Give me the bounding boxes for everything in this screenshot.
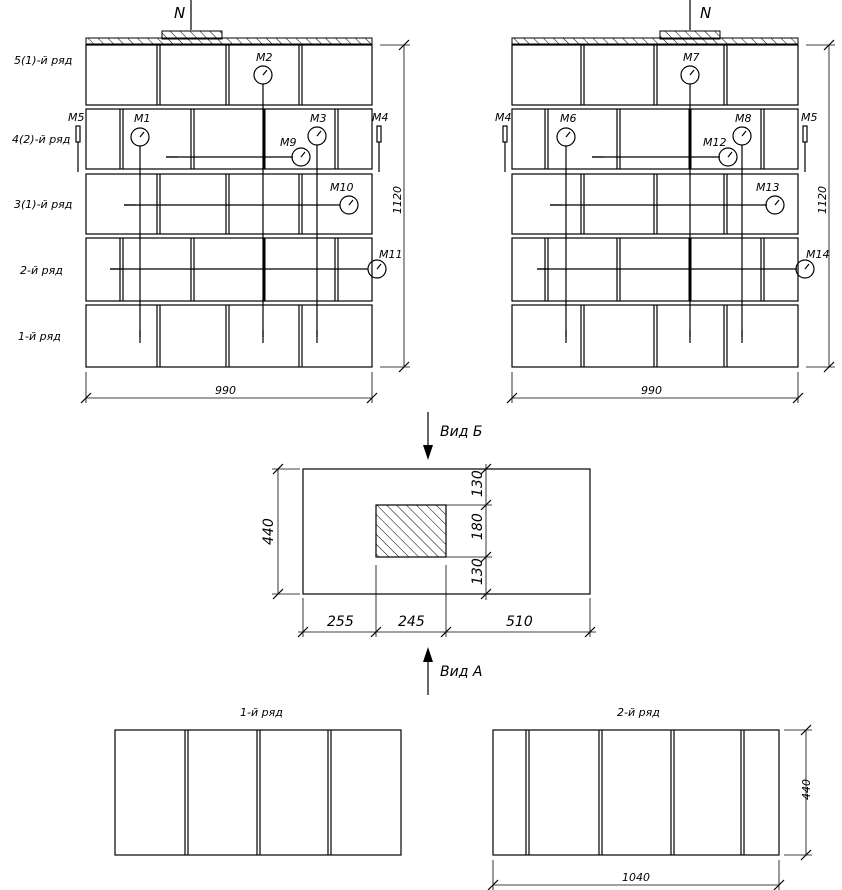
gauge-label-m2: M2 — [256, 51, 273, 64]
dial-gauge-icon — [307, 126, 327, 146]
gauge-label-m10: M10 — [330, 181, 354, 194]
top-hatched-layer-left — [85, 37, 373, 45]
gauge-label-m11: M11 — [379, 248, 403, 261]
dial-gauge-icon — [339, 195, 359, 215]
row-label-5: 5(1)-й ряд — [14, 54, 72, 67]
course-1-plan: 1-й ряд — [114, 706, 402, 856]
gauge-label-m14: M14 — [806, 248, 830, 261]
dim-130-bottom: 130 — [470, 558, 486, 585]
dial-gauge-icon — [367, 259, 387, 279]
gauge-label-m7: M7 — [683, 51, 700, 64]
dim-bottom-depth: 440 — [800, 779, 813, 800]
dial-gauge-icon — [130, 127, 150, 147]
load-plate-left — [161, 30, 223, 40]
row-label-4: 4(2)-й ряд — [12, 133, 70, 146]
load-label-right: N — [700, 4, 711, 22]
dim-width-left: 990 — [215, 384, 236, 397]
side-gauge-label-m5: M5 — [68, 111, 85, 124]
dim-height-left: 1120 — [391, 186, 404, 214]
load-label-left: N — [174, 4, 185, 22]
left-elevation: N 5(1)-й ряд 4(2)-й ряд 3(1)-й — [12, 0, 410, 404]
view-b-label: Вид Б — [440, 424, 482, 440]
course-2-label: 2-й ряд — [617, 706, 660, 719]
dial-gauge-icon — [291, 147, 311, 167]
view-b-indicator: Вид Б — [423, 412, 482, 460]
gauge-label-m12: M12 — [703, 136, 727, 149]
gauge-label-m9: M9 — [280, 136, 297, 149]
gauge-label-m3: M3 — [310, 112, 327, 125]
dim-255: 255 — [327, 614, 354, 630]
row-label-1: 1-й ряд — [18, 330, 61, 343]
dial-gauge-icon — [795, 259, 815, 279]
dim-bottom-width: 1040 — [622, 871, 650, 884]
view-a-label: Вид А — [440, 664, 482, 680]
dim-245: 245 — [398, 614, 425, 630]
load-area-hatched — [375, 504, 447, 558]
row-label-2: 2-й ряд — [20, 264, 63, 277]
dial-gauge-icon — [556, 127, 576, 147]
arrow-down-icon — [423, 445, 433, 460]
side-gauge-label-m4-right: M4 — [495, 111, 512, 124]
dim-130-top: 130 — [470, 470, 486, 497]
dial-gauge-icon — [718, 147, 738, 167]
dim-plan-depth: 440 — [261, 518, 277, 545]
dial-gauge-icon — [680, 65, 700, 85]
side-gauge-label-m4: M4 — [372, 111, 389, 124]
plan-view: 440 130 180 130 255 245 510 — [261, 463, 596, 638]
course-2-plan: 2-й ряд 440 1040 — [487, 706, 813, 890]
gauge-label-m1: M1 — [134, 112, 151, 125]
dial-gauge-icon — [765, 195, 785, 215]
dim-height-right: 1120 — [816, 186, 829, 214]
row-label-3: 3(1)-й ряд — [14, 198, 72, 211]
dial-gauge-icon — [732, 126, 752, 146]
dial-gauge-icon — [253, 65, 273, 85]
dim-180: 180 — [470, 513, 486, 540]
plan-outline — [302, 468, 591, 595]
dim-width-right: 990 — [641, 384, 662, 397]
top-hatched-layer-right — [511, 37, 799, 45]
load-plate-right — [659, 30, 721, 40]
dim-510: 510 — [506, 614, 533, 630]
gauge-label-m13: M13 — [756, 181, 780, 194]
right-elevation: N — [495, 0, 835, 404]
view-a-indicator: Вид А — [423, 647, 482, 695]
course-1-label: 1-й ряд — [240, 706, 283, 719]
gauge-label-m8: M8 — [735, 112, 752, 125]
arrow-up-icon — [423, 647, 433, 662]
side-gauge-label-m5-right: M5 — [801, 111, 818, 124]
gauge-label-m6: M6 — [560, 112, 577, 125]
